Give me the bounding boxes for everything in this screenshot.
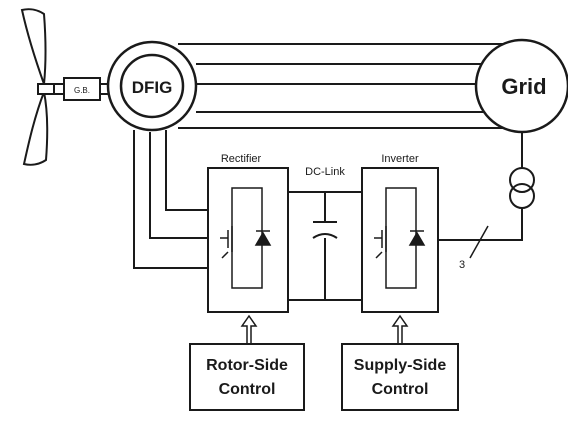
rectifier-label: Rectifier bbox=[221, 153, 262, 165]
turbine-blades-icon bbox=[20, 8, 55, 166]
dfig-label: DFIG bbox=[132, 78, 173, 97]
transformer-icon bbox=[509, 167, 535, 209]
supply-side-control-box: Supply-Side Control bbox=[341, 343, 459, 411]
grid-label: Grid bbox=[501, 74, 546, 99]
igbt-icon bbox=[220, 226, 233, 259]
supply-control-line1: Supply-Side bbox=[354, 357, 447, 374]
rotor-side-control-box: Rotor-Side Control bbox=[189, 343, 305, 411]
supply-control-line2: Control bbox=[372, 381, 429, 398]
grid: Grid bbox=[474, 38, 568, 134]
rotor-control-line2: Control bbox=[219, 381, 276, 398]
gearbox: G.B. bbox=[63, 77, 101, 101]
diode-icon bbox=[408, 230, 426, 246]
dfig-generator: DFIG bbox=[106, 40, 198, 132]
phase-count-label: 3 bbox=[459, 259, 465, 271]
dc-link: DC-Link bbox=[288, 166, 362, 301]
rotor-rectifier-lines bbox=[133, 130, 208, 269]
rotor-control-line1: Rotor-Side bbox=[206, 357, 288, 374]
inverter-block: Inverter bbox=[361, 153, 439, 313]
capacitor-icon bbox=[312, 221, 338, 239]
inverter-transformer-line bbox=[438, 208, 523, 259]
diode-icon bbox=[254, 230, 272, 246]
gearbox-label: G.B. bbox=[74, 86, 90, 95]
rectifier-block: Rectifier bbox=[207, 153, 289, 313]
igbt-icon bbox=[374, 226, 387, 259]
control-arrows bbox=[240, 314, 409, 345]
inverter-label: Inverter bbox=[381, 153, 419, 165]
dc-link-label: DC-Link bbox=[305, 166, 345, 178]
stator-grid-bus bbox=[178, 43, 528, 129]
